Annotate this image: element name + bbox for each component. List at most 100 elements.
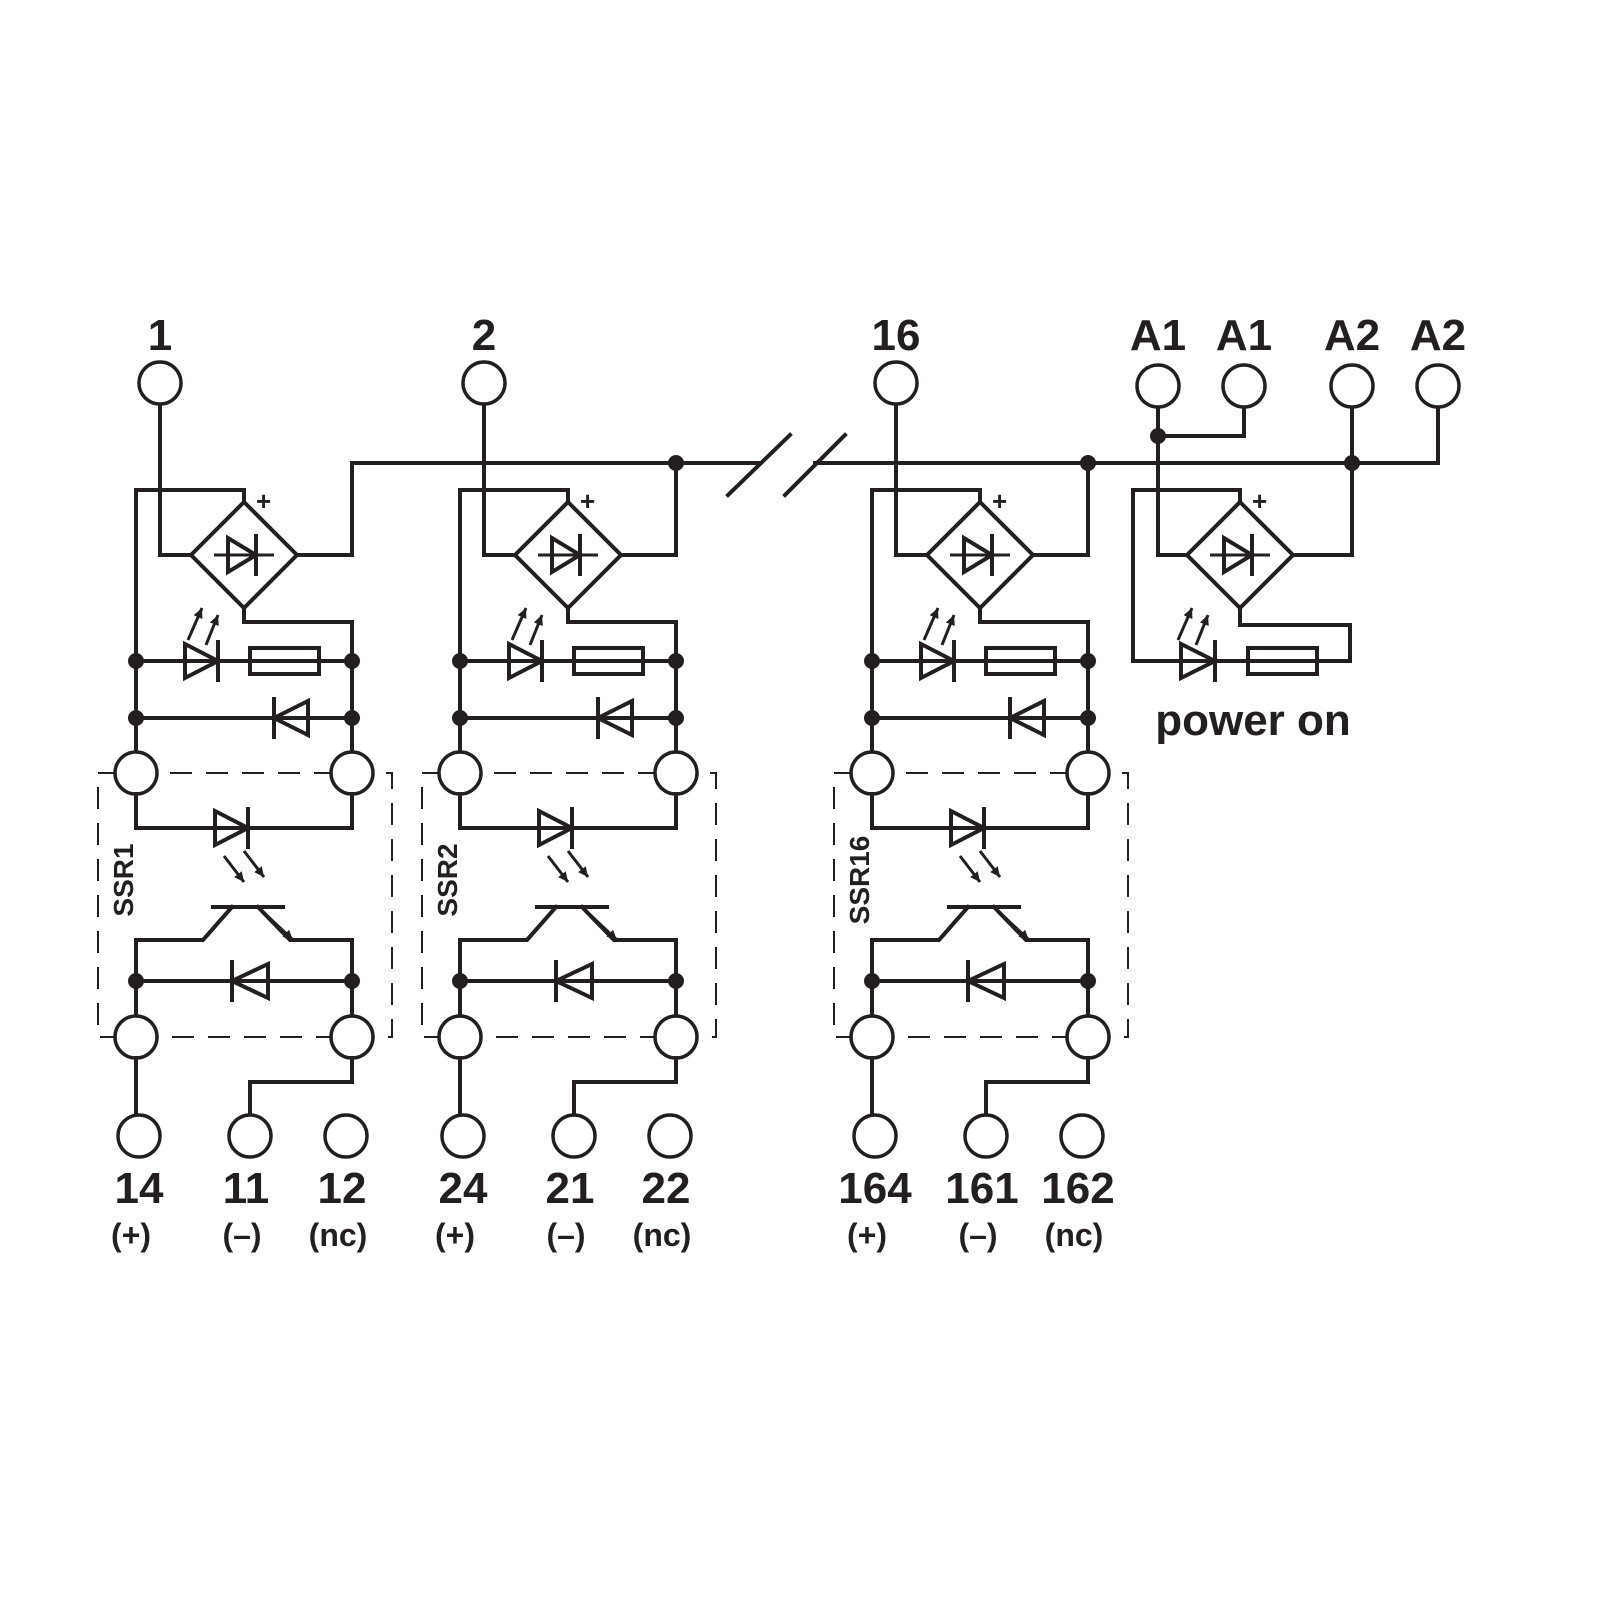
ssr-input-terminal [329, 750, 375, 796]
ssr-boundary [97, 772, 393, 1038]
diode-icon [1222, 534, 1256, 576]
bridge-output-wire [619, 461, 678, 557]
power-terminal-label: A2 [1324, 311, 1380, 360]
ssr-output-terminal [1065, 1014, 1111, 1060]
diode-icon [1179, 640, 1220, 682]
arrow-head [1018, 929, 1029, 940]
ssr-output-terminal [849, 1014, 895, 1060]
junction-dot [864, 653, 880, 669]
power-terminal-A1 [1221, 363, 1267, 409]
output-polarity-label: (nc) [633, 1217, 692, 1253]
optocoupler-led-wire [870, 792, 1090, 830]
input-terminal-2 [461, 360, 507, 406]
emitter-wire [255, 904, 354, 1017]
break-mark-icon [782, 432, 848, 498]
output-polarity-label: (–) [958, 1217, 997, 1253]
arrow-head [282, 929, 293, 940]
arrow-head [1199, 615, 1209, 626]
ssr-input-terminal [653, 750, 699, 796]
collector-wire [870, 904, 971, 1017]
junction-dot [128, 710, 144, 726]
diode-icon [593, 697, 634, 739]
ssr-output-terminal [329, 1014, 375, 1060]
power-terminal-label: A2 [1410, 311, 1466, 360]
bridge-rectifier-icon [924, 499, 1036, 611]
diode-icon [269, 697, 310, 739]
input-terminal-label: 2 [472, 311, 496, 360]
diode-icon [963, 960, 1006, 1002]
output-wire [572, 1056, 678, 1117]
junction-dot [668, 973, 684, 989]
junction-dot [1080, 710, 1096, 726]
ssr-input-terminal [437, 750, 483, 796]
ssr-input-terminal [1065, 750, 1111, 796]
input-wire [894, 402, 929, 557]
ssr-input-terminal [113, 750, 159, 796]
output-terminal-11 [227, 1113, 273, 1159]
a2-wire [1291, 406, 1354, 557]
resistor-icon [984, 646, 1057, 676]
diode-icon [213, 807, 253, 849]
arrow-head [970, 871, 980, 882]
junction-dot [864, 973, 880, 989]
output-terminal-label: 164 [838, 1164, 912, 1213]
plus-sign: + [580, 486, 595, 516]
ssr-boundary [833, 772, 1129, 1038]
output-wire [984, 1056, 1090, 1117]
output-terminal-164 [852, 1113, 898, 1159]
output-polarity-label: (+) [435, 1217, 475, 1253]
junction-dot [668, 653, 684, 669]
power-terminal-label: A1 [1216, 311, 1272, 360]
right-rail [242, 606, 354, 754]
output-terminal-label: 11 [223, 1164, 270, 1213]
arrow-head [990, 866, 1000, 877]
left-rail [134, 488, 246, 754]
output-terminal-label: 12 [318, 1164, 367, 1213]
arrow-head [578, 866, 588, 877]
left-rail [870, 488, 982, 754]
arrow-head [929, 608, 939, 619]
ssr-output-terminal [437, 1014, 483, 1060]
input-wire [482, 402, 517, 557]
output-terminal-label: 21 [546, 1164, 595, 1213]
junction-dot [1080, 653, 1096, 669]
plus-sign: + [256, 486, 271, 516]
junction-dot [1080, 973, 1096, 989]
junction-dot [1150, 428, 1166, 444]
junction-dot [128, 973, 144, 989]
bridge-rectifier-icon [1184, 499, 1296, 611]
emitter-wire [991, 904, 1090, 1017]
output-terminal-label: 161 [945, 1164, 1018, 1213]
junction-dot [344, 973, 360, 989]
collector-wire [134, 904, 235, 1017]
power-terminal-A1 [1135, 363, 1181, 409]
collector-wire [458, 904, 559, 1017]
power-terminal-A2 [1329, 363, 1375, 409]
diode-icon [226, 534, 260, 576]
diode-icon [550, 534, 584, 576]
power-led-loop [1131, 488, 1352, 663]
diode-icon [537, 807, 577, 849]
output-terminal-12 [323, 1113, 369, 1159]
output-terminal-24 [440, 1113, 486, 1159]
diode-icon [551, 960, 594, 1002]
output-polarity-label: (–) [546, 1217, 585, 1253]
junction-dot [1080, 455, 1096, 471]
junction-dot [668, 455, 684, 471]
diode-icon [1005, 697, 1046, 739]
arrow-head [606, 929, 617, 940]
resistor-icon [248, 646, 321, 676]
output-polarity-label: (+) [111, 1217, 151, 1253]
ssr-input-terminal [849, 750, 895, 796]
output-polarity-label: (–) [222, 1217, 261, 1253]
junction-dot [344, 710, 360, 726]
junction-dot [452, 973, 468, 989]
plus-sign: + [1252, 486, 1267, 516]
output-terminal-162 [1059, 1113, 1105, 1159]
arrow-head [945, 615, 955, 626]
junction-dot [452, 653, 468, 669]
